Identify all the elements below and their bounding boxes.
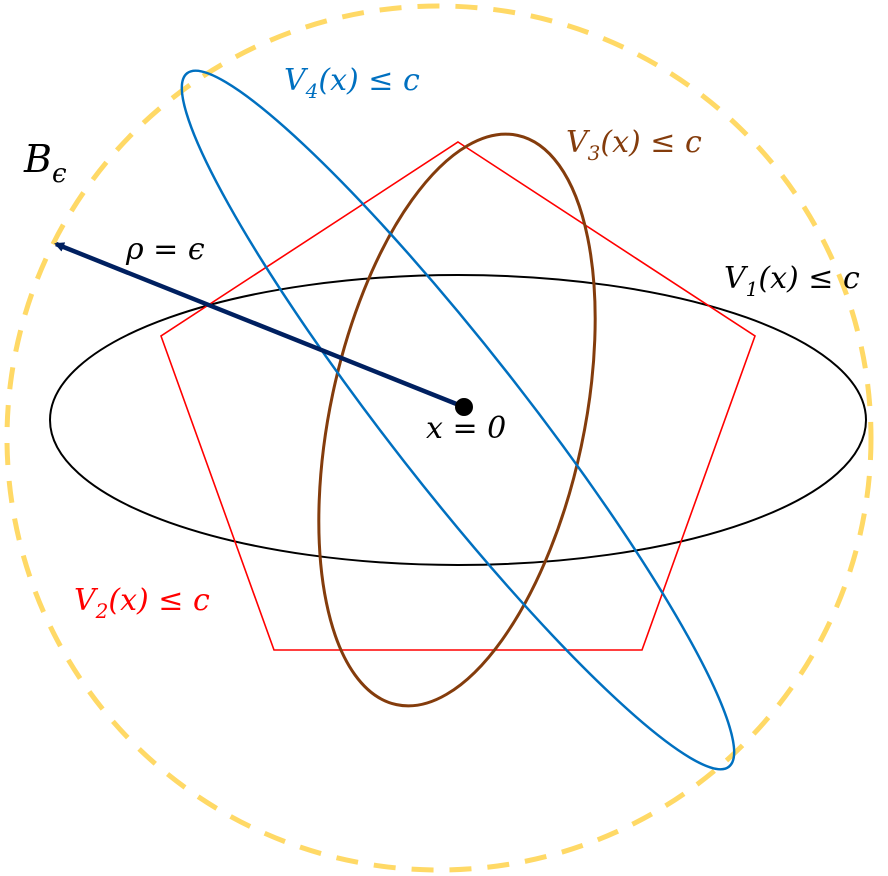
level-set-v1 [49,274,867,566]
radius-arrow [54,241,465,410]
level-set-v4 [180,69,736,771]
origin-point [455,398,473,416]
ball-label: Bϵ [23,137,67,189]
radius-label: ρ = ϵ [125,232,205,267]
v1-label: V1(x) ≤ c [724,261,860,301]
epsilon-ball [4,3,874,873]
level-set-v3 [317,132,597,708]
level-set-v2 [160,141,756,651]
v4-label: V4(x) ≤ c [284,63,420,103]
origin-label: x = 0 [426,411,506,446]
v3-label: V3(x) ≤ c [566,125,702,165]
v2-label: V2(x) ≤ c [74,583,210,623]
